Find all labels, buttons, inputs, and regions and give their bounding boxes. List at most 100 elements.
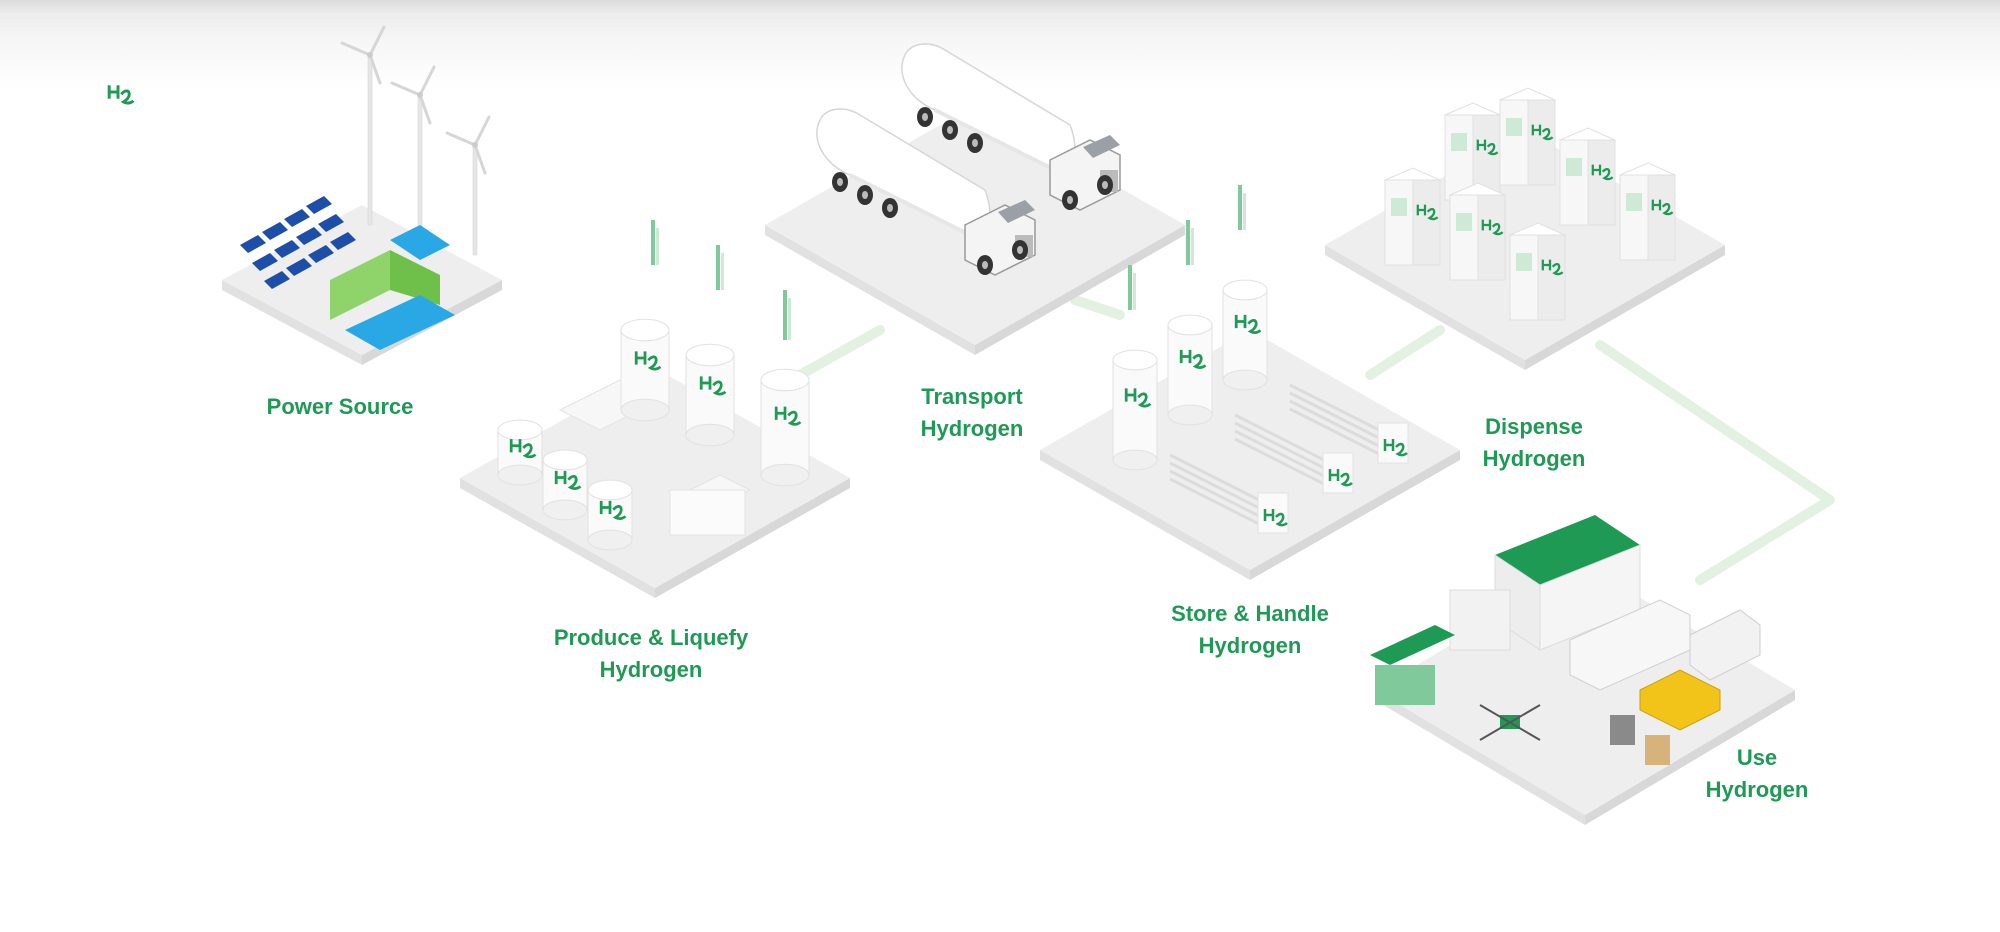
h2-swirl <box>712 380 727 396</box>
vent-stack-icon <box>716 245 724 290</box>
h2-logo-icon <box>107 85 135 105</box>
dispenser-front <box>1509 234 1539 321</box>
vent-stack-icon <box>651 220 659 265</box>
wheel-hub <box>1102 181 1108 189</box>
tank-icon <box>760 368 810 487</box>
wheel-hub <box>972 139 978 147</box>
dispenser-icon <box>1498 87 1557 186</box>
h2-letter-h <box>599 500 612 515</box>
stack-pipe <box>1243 193 1246 230</box>
shelter-body <box>1375 665 1435 705</box>
h2-letter-h <box>1651 199 1662 211</box>
water-channel <box>390 225 450 260</box>
tank-body <box>1167 324 1213 416</box>
h2-logo-icon <box>1541 259 1564 276</box>
rack-bar <box>1289 399 1386 451</box>
solar-panel-icon <box>318 214 344 232</box>
stack-pipe <box>651 220 655 265</box>
turbine-hub <box>472 142 478 148</box>
h2-swirl <box>1426 208 1439 221</box>
h2-letter-h <box>1383 439 1395 451</box>
turbine-hub <box>367 52 373 58</box>
wheel-hub <box>862 191 868 199</box>
tank-base <box>587 529 633 551</box>
tank-top <box>587 479 633 501</box>
stack-pipe <box>788 298 791 340</box>
hydro-building <box>330 250 390 320</box>
tank-top <box>1222 279 1268 301</box>
label-store-handle: Store & Handle Hydrogen <box>1171 601 1329 658</box>
dispenser-front <box>1384 179 1414 266</box>
tank-top <box>1167 314 1213 336</box>
h2-swirl <box>1486 143 1499 156</box>
drone-arms <box>1479 704 1541 741</box>
storage-rack-icon <box>1169 453 1289 534</box>
wind-turbine-icon <box>390 65 436 236</box>
h2-swirl <box>1541 128 1554 141</box>
dispenser-screen <box>1566 158 1582 176</box>
vent-stack-icon <box>1186 220 1194 265</box>
h2-swirl <box>647 355 662 371</box>
h2-logo-icon <box>699 376 727 396</box>
h2-swirl <box>1661 203 1674 216</box>
solar-panel-icon <box>296 227 322 245</box>
tank-icon <box>685 343 735 447</box>
stack-pipe <box>716 245 720 290</box>
stack-pipe <box>721 253 724 290</box>
tank-top <box>620 318 670 342</box>
taxi-icon <box>1639 669 1721 731</box>
warehouse-roof <box>1495 515 1640 585</box>
dispenser-side <box>1647 174 1676 261</box>
shelter-roof <box>1370 625 1455 665</box>
h2-logo-icon <box>774 406 802 426</box>
h2-letter-h <box>1234 314 1247 329</box>
platform-produce <box>460 368 850 598</box>
top-shadow-band <box>0 0 2000 90</box>
h2-swirl <box>1275 512 1288 527</box>
tank-icon <box>620 318 670 422</box>
stack-pipe <box>1238 185 1242 230</box>
tanker-truck-rear-icon <box>901 43 1121 211</box>
solar-panel-icon <box>330 232 356 250</box>
dispenser-icon <box>1443 102 1502 201</box>
dispenser-screen <box>1626 193 1642 211</box>
stack-pipe <box>1186 220 1190 265</box>
tank-icon <box>542 449 588 521</box>
dispenser-side <box>1412 179 1441 266</box>
tank-body <box>685 354 735 436</box>
cargo-box-icon <box>1645 735 1670 765</box>
tank-base <box>1167 404 1213 426</box>
tank-icon <box>1112 349 1158 471</box>
h2-swirl <box>1601 168 1614 181</box>
h2-logo-icon <box>1651 199 1674 216</box>
dispenser-front <box>1449 194 1479 281</box>
platform-side <box>1525 245 1725 370</box>
h2-logo-icon <box>1179 349 1207 369</box>
h2-logo-icon <box>509 439 537 459</box>
dispenser-screen <box>1451 133 1467 151</box>
rack-bar <box>1169 461 1266 513</box>
trailer-shadow <box>934 108 1056 172</box>
rack-bar <box>1234 437 1331 489</box>
cab-window <box>1083 135 1120 158</box>
h2-swirl <box>612 505 627 520</box>
turbine-tower <box>367 54 373 226</box>
h2-swirl <box>1568 546 1588 568</box>
rack-bar <box>1289 391 1386 443</box>
tank-base <box>1222 369 1268 391</box>
vent-stack-icon <box>1128 265 1136 310</box>
h2-letter-h <box>107 85 120 99</box>
dispenser-screen <box>1391 198 1407 216</box>
connector-line <box>1365 325 1445 380</box>
dispenser-front <box>1619 174 1649 261</box>
h2-swirl <box>1491 223 1504 236</box>
h2-swirl <box>787 410 802 426</box>
label-transport: Transport Hydrogen <box>920 384 1024 441</box>
connector-line <box>795 325 885 380</box>
hydrogen-use-illustration <box>1370 515 1761 765</box>
turbine-tower <box>417 94 423 236</box>
cab-window <box>998 200 1035 223</box>
hydro-building-side <box>390 250 440 305</box>
